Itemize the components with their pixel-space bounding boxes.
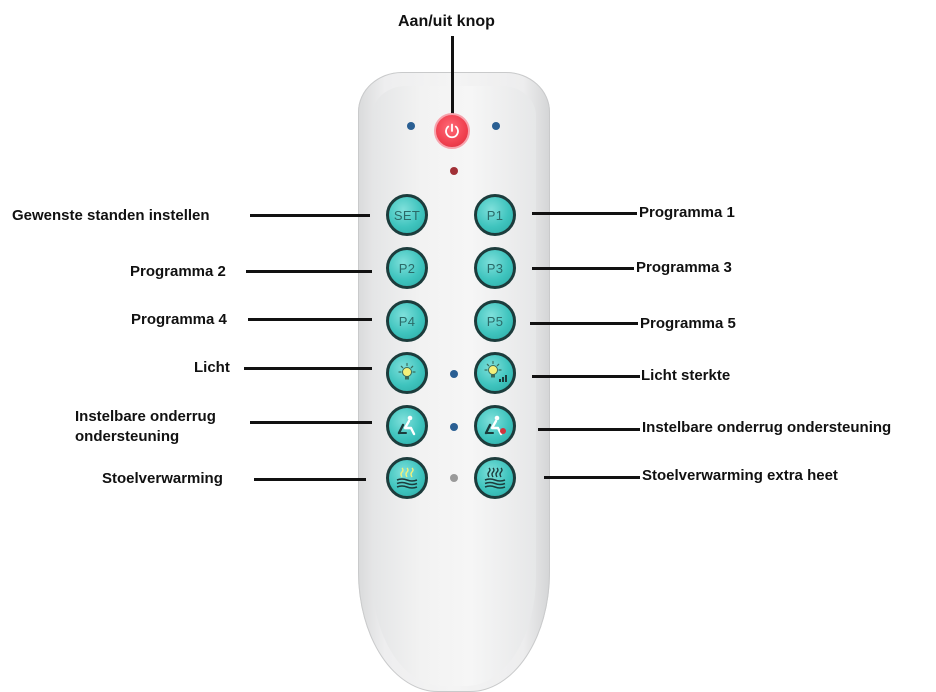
label-p5: Programma 5 bbox=[640, 315, 736, 332]
set-button[interactable]: SET bbox=[386, 194, 428, 236]
set-button-label: SET bbox=[393, 207, 421, 223]
light-button[interactable] bbox=[386, 352, 428, 394]
p4-button-label: P4 bbox=[398, 313, 416, 329]
light-strength-button[interactable] bbox=[474, 352, 516, 394]
label-light-strength: Licht sterkte bbox=[641, 367, 731, 384]
power-label: Aan/uit knop bbox=[398, 13, 495, 30]
led-light bbox=[450, 370, 458, 378]
pointer-light bbox=[244, 367, 372, 370]
pointer-set bbox=[250, 214, 370, 217]
light-bulb-strength-icon bbox=[484, 360, 507, 382]
pointer-p5 bbox=[530, 322, 638, 325]
label-heat-extra: Stoelverwarming extra heet bbox=[642, 467, 838, 484]
seated-person-icon bbox=[397, 415, 416, 436]
pointer-p4 bbox=[248, 318, 372, 321]
p5-button[interactable]: P5 bbox=[474, 300, 516, 342]
led-lumbar bbox=[450, 423, 458, 431]
heat-extra-button[interactable] bbox=[474, 457, 516, 499]
heat-waves-icon bbox=[396, 467, 418, 489]
power-pointer bbox=[451, 36, 454, 116]
label-p2: Programma 2 bbox=[130, 263, 226, 280]
lumbar-plus-button[interactable] bbox=[474, 405, 516, 447]
power-button[interactable] bbox=[434, 113, 470, 149]
led-top-left bbox=[407, 122, 415, 130]
label-heat: Stoelverwarming bbox=[102, 470, 223, 487]
p1-button[interactable]: P1 bbox=[474, 194, 516, 236]
light-bulb-icon bbox=[398, 362, 416, 380]
led-top-right bbox=[492, 122, 500, 130]
diagram-canvas: Aan/uit knop SET P1 P2 P3 P4 P5 bbox=[12, 13, 892, 692]
label-p1: Programma 1 bbox=[639, 204, 735, 221]
pointer-p3 bbox=[532, 267, 634, 270]
led-heat bbox=[450, 474, 458, 482]
pointer-lumbar-right bbox=[538, 428, 640, 431]
pointer-lumbar-left bbox=[250, 421, 372, 424]
label-light: Licht bbox=[194, 359, 230, 376]
pointer-light-strength bbox=[532, 375, 640, 378]
p2-button-label: P2 bbox=[398, 260, 416, 276]
power-icon bbox=[445, 123, 459, 139]
p5-button-label: P5 bbox=[486, 313, 504, 329]
lumbar-button[interactable] bbox=[386, 405, 428, 447]
label-set: Gewenste standen instellen bbox=[12, 207, 210, 224]
seated-person-dot-icon bbox=[484, 415, 506, 436]
p1-button-label: P1 bbox=[486, 207, 504, 223]
heat-waves-extra-icon bbox=[484, 467, 506, 489]
pointer-p2 bbox=[246, 270, 372, 273]
p3-button[interactable]: P3 bbox=[474, 247, 516, 289]
p2-button[interactable]: P2 bbox=[386, 247, 428, 289]
label-p4: Programma 4 bbox=[131, 311, 227, 328]
pointer-heat bbox=[254, 478, 366, 481]
p4-button[interactable]: P4 bbox=[386, 300, 428, 342]
heat-button[interactable] bbox=[386, 457, 428, 499]
label-lumbar-left: Instelbare onderrug ondersteuning bbox=[75, 408, 216, 445]
p3-button-label: P3 bbox=[486, 260, 504, 276]
pointer-heat-extra bbox=[544, 476, 640, 479]
label-p3: Programma 3 bbox=[636, 259, 732, 276]
led-status bbox=[450, 167, 458, 175]
pointer-p1 bbox=[532, 212, 637, 215]
label-lumbar-right: Instelbare onderrug ondersteuning bbox=[642, 419, 892, 436]
